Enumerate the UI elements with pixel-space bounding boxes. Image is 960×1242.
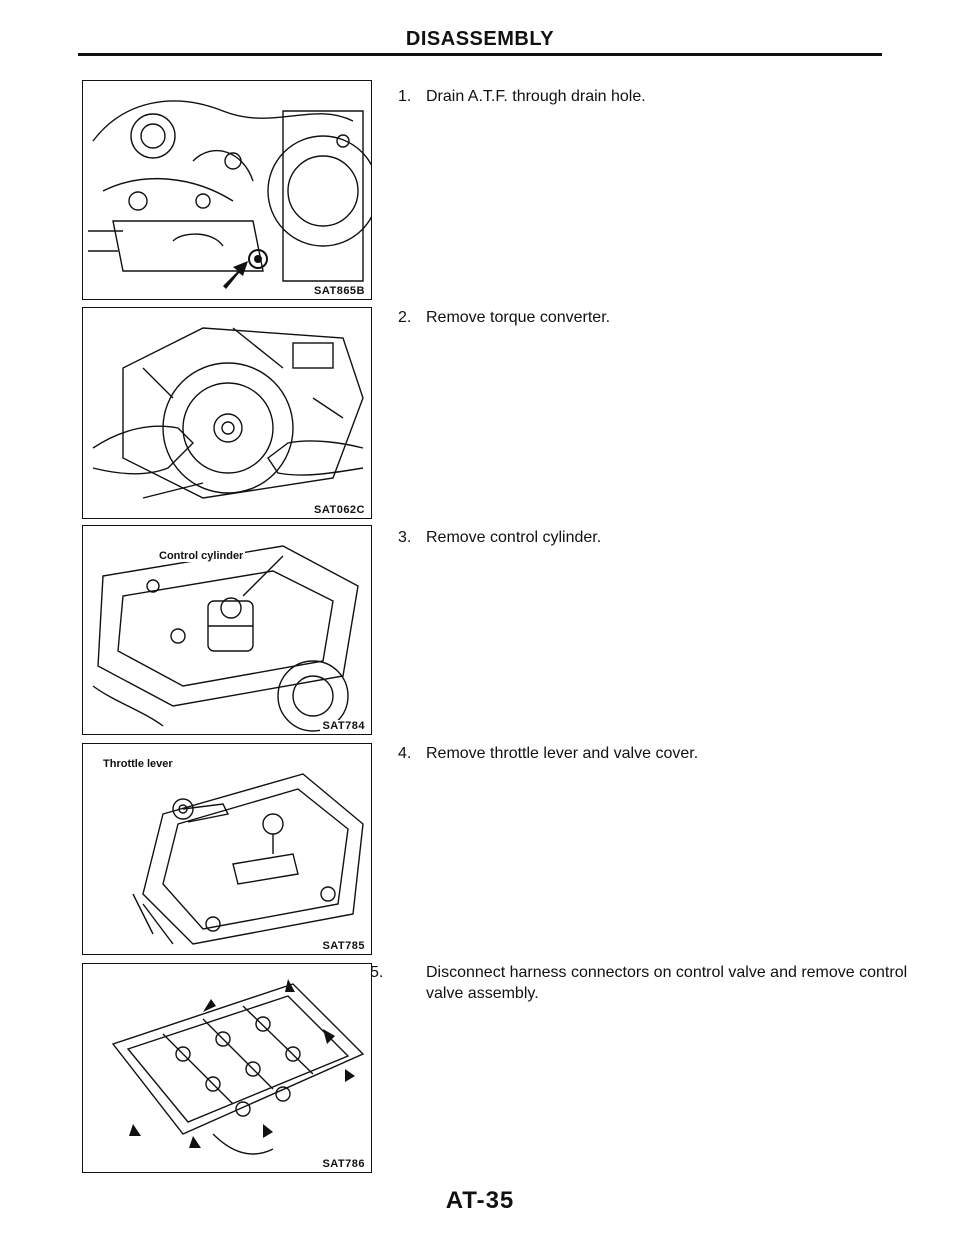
header-divider: [78, 53, 882, 56]
step-number: 1.: [398, 88, 412, 105]
throttle-lever-illustration: [132, 773, 364, 945]
step-3: 3. Remove control cylinder.: [398, 527, 898, 548]
callout-label: Control cylinder: [157, 550, 246, 562]
step-text: Remove control cylinder.: [426, 529, 602, 546]
torque-converter-illustration: [92, 327, 364, 499]
figure-control-valve: SAT786: [82, 963, 372, 1173]
step-number: 2.: [398, 309, 412, 326]
figure-code: SAT784: [320, 720, 367, 732]
figure-code: SAT062C: [312, 504, 367, 516]
figure-code: SAT785: [320, 940, 367, 952]
figure-throttle-lever: Throttle lever SAT785: [82, 743, 372, 955]
step-1: 1. Drain A.T.F. through drain hole.: [398, 86, 898, 107]
step-number: 3.: [398, 529, 412, 546]
arrow-pointer-icon: [129, 979, 355, 1148]
step-number: 5.: [370, 964, 384, 981]
page-title: DISASSEMBLY: [405, 28, 555, 50]
figure-torque-converter: SAT062C: [82, 307, 372, 519]
figure-code: SAT786: [320, 1158, 367, 1170]
callout-label: Throttle lever: [101, 758, 175, 770]
step-text: Disconnect harness connectors on control…: [426, 964, 908, 1002]
step-5: 5. Disconnect harness connectors on contr…: [370, 962, 916, 1004]
step-4: 4. Remove throttle lever and valve cover.: [398, 743, 898, 764]
step-text: Remove throttle lever and valve cover.: [426, 745, 699, 762]
transmission-drain-illustration: [88, 100, 371, 289]
arrow-pointer-icon: [223, 261, 248, 289]
figure-control-cylinder: Control cylinder SAT784: [82, 525, 372, 735]
step-text: Remove torque converter.: [426, 309, 611, 326]
figure-drain-hole: SAT865B: [82, 80, 372, 300]
step-number: 4.: [398, 745, 412, 762]
figure-code: SAT865B: [312, 285, 367, 297]
step-2: 2. Remove torque converter.: [398, 307, 898, 328]
control-cylinder-illustration: [92, 545, 359, 732]
step-text: Drain A.T.F. through drain hole.: [426, 88, 646, 105]
control-valve-illustration: [111, 979, 365, 1155]
page-number: AT-35: [445, 1187, 515, 1214]
